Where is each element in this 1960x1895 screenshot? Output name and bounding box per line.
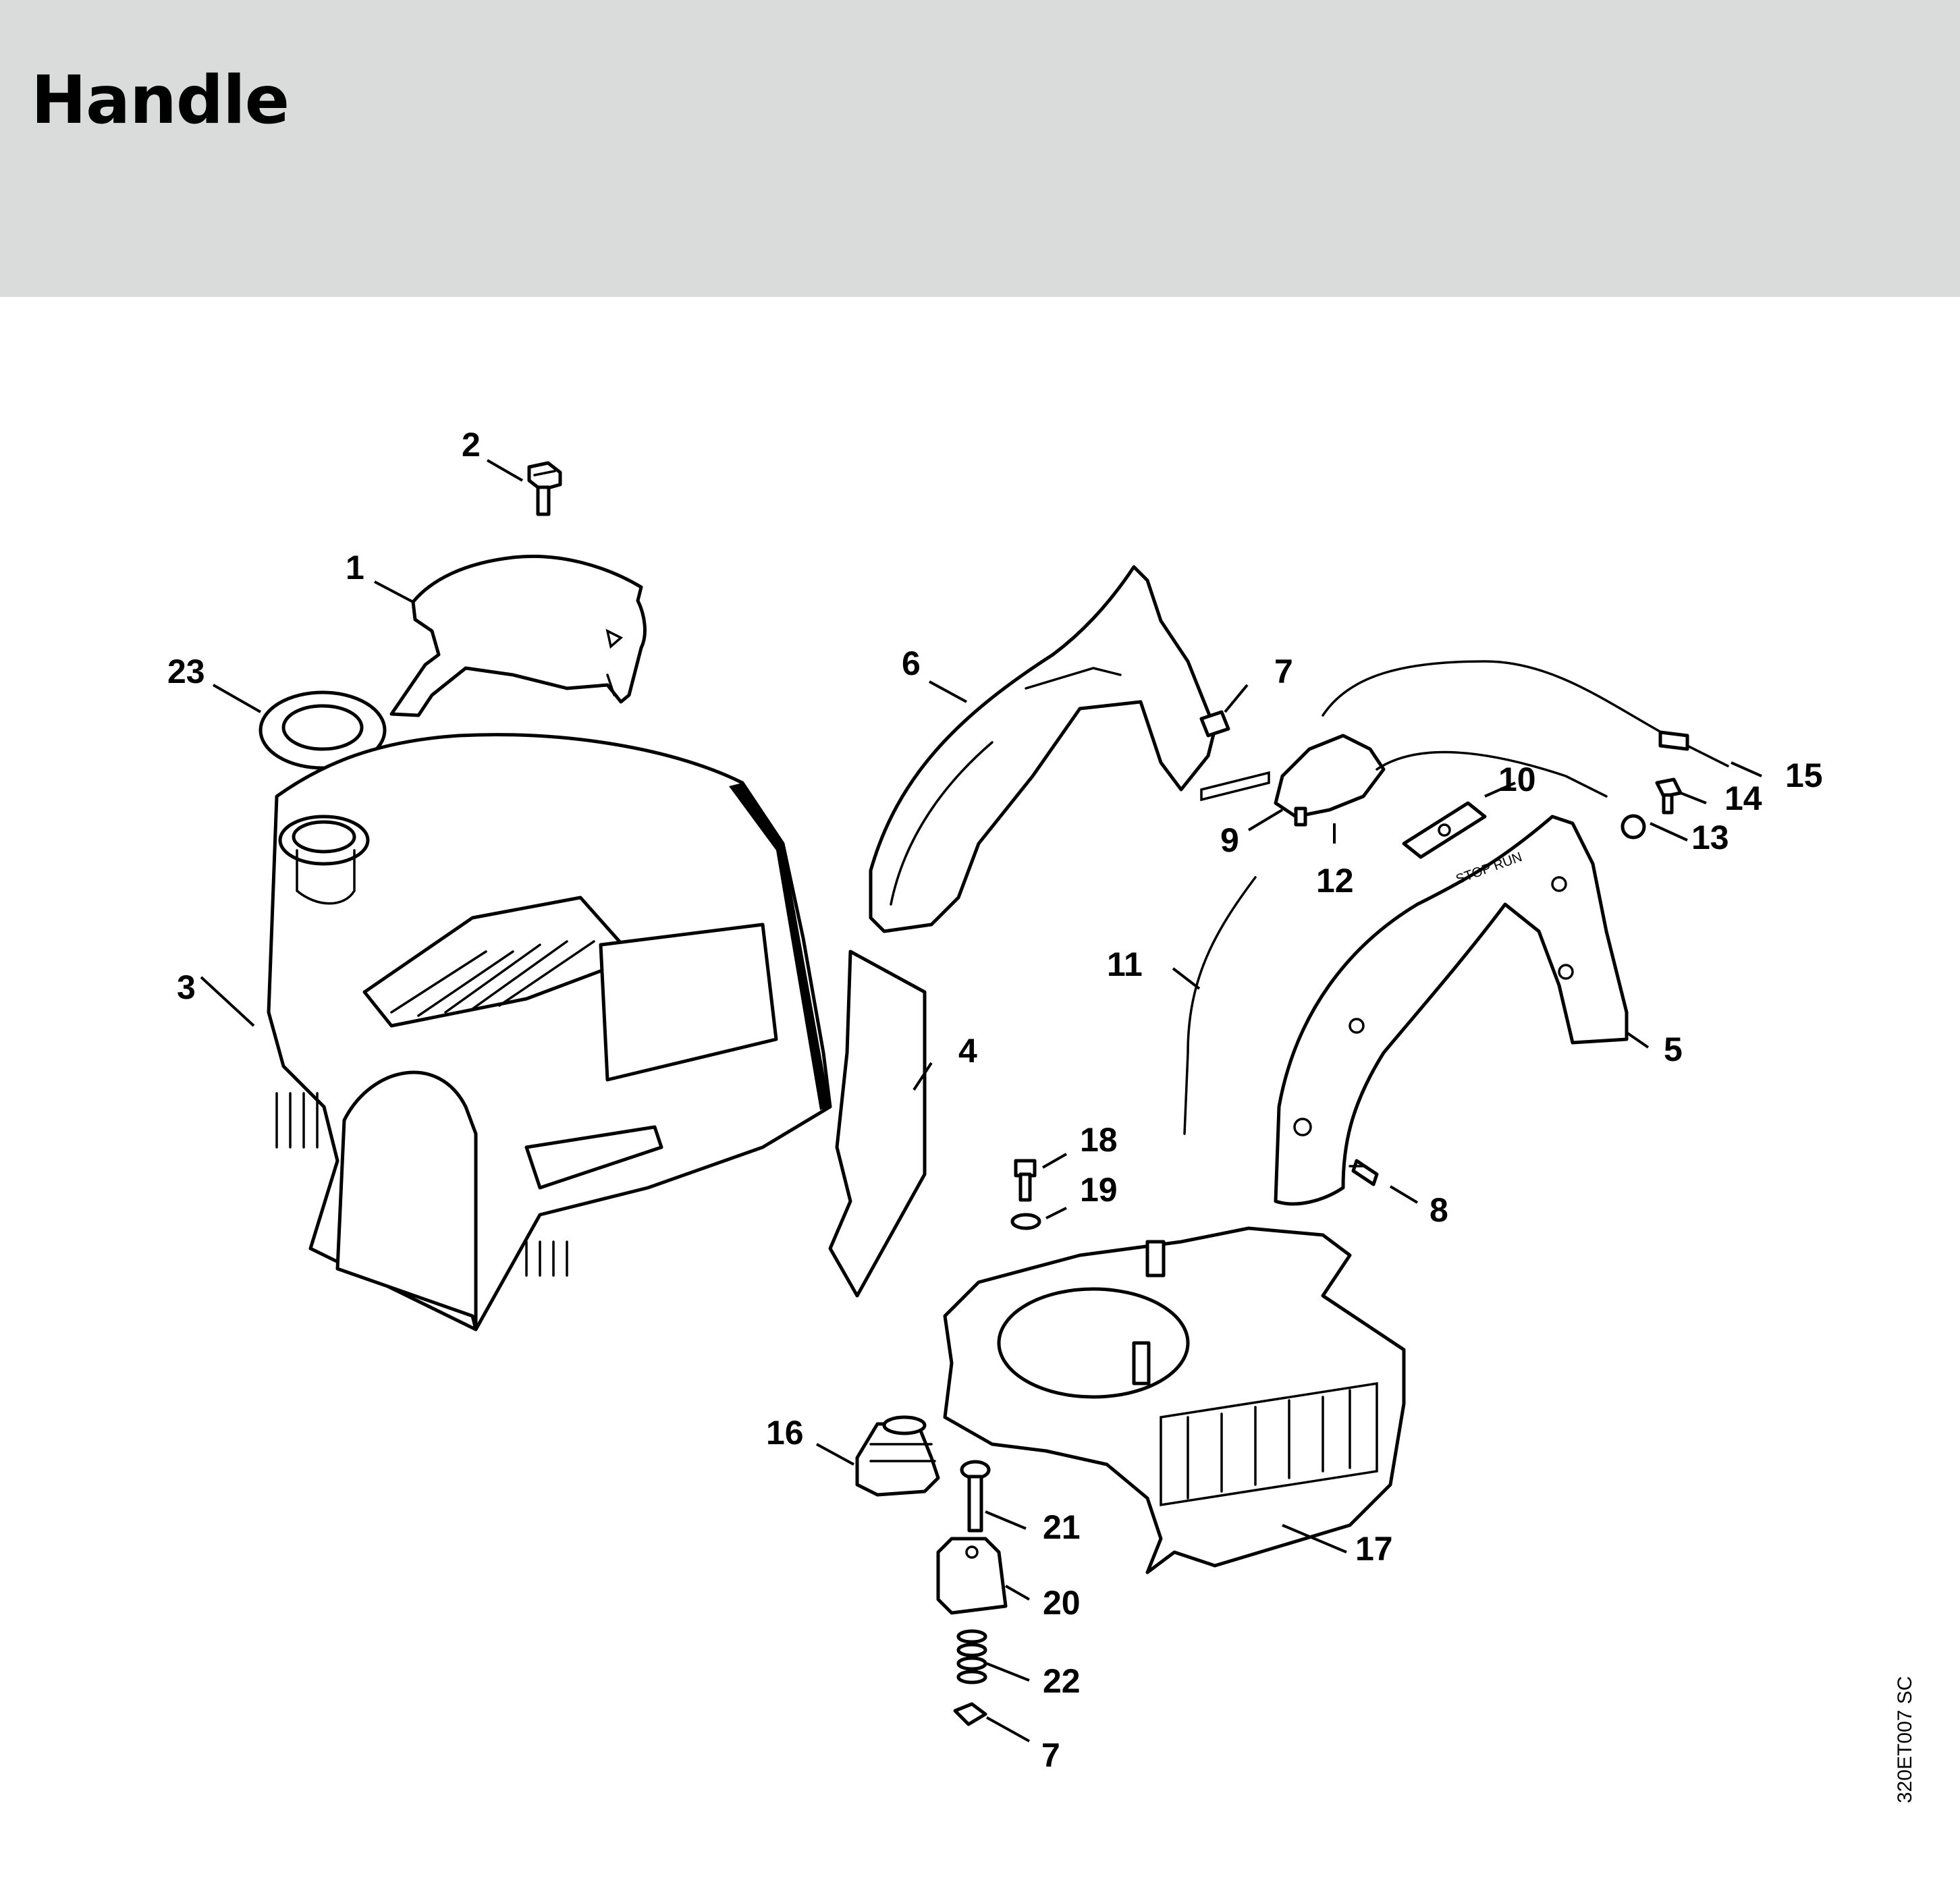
- part-18-screw: [1014, 1159, 1037, 1202]
- part-14-screw: [1655, 777, 1683, 815]
- callout-19: 19: [1080, 1171, 1118, 1209]
- part-15-cable: [1322, 660, 1729, 798]
- part-8-screw: [1349, 1159, 1379, 1186]
- callout-5: 5: [1664, 1031, 1683, 1068]
- part-2-screw: [527, 461, 562, 516]
- part-22-spring: [956, 1629, 987, 1684]
- callout-18: 18: [1080, 1121, 1118, 1159]
- callout-9: 9: [1220, 821, 1239, 859]
- part-1-cover-plate: [389, 554, 647, 717]
- part-10-plate: [1402, 801, 1487, 859]
- part-7-clip-upper: [1199, 710, 1230, 738]
- part-23-seal-ring: [258, 690, 387, 770]
- drawing-code: 320ET007 SC: [1894, 1676, 1916, 1803]
- callout-1: 1: [346, 549, 364, 586]
- callout-4: 4: [958, 1032, 977, 1070]
- callout-20: 20: [1043, 1584, 1081, 1622]
- callout-15: 15: [1785, 757, 1823, 794]
- part-20-holder: [936, 1537, 1008, 1615]
- part-16-buffer: [855, 1415, 940, 1497]
- callout-6: 6: [902, 644, 921, 682]
- callout-11: 11: [1107, 945, 1143, 983]
- callout-12: 12: [1316, 862, 1354, 900]
- page-title: Handle: [31, 62, 290, 139]
- part-7-nut-lower: [953, 1702, 987, 1726]
- callout-2: 2: [462, 426, 481, 464]
- part-11-wire: [1183, 876, 1257, 1135]
- part-19-washer: [1010, 1213, 1041, 1230]
- part-12-pin: [1294, 806, 1307, 827]
- callout-7-upper: 7: [1274, 653, 1293, 690]
- callout-22: 22: [1043, 1662, 1081, 1700]
- callout-21: 21: [1043, 1508, 1081, 1546]
- callout-23: 23: [167, 653, 205, 690]
- callout-10: 10: [1498, 761, 1536, 798]
- callout-16: 16: [766, 1414, 804, 1452]
- callout-3: 3: [177, 968, 196, 1006]
- callout-8: 8: [1430, 1191, 1448, 1229]
- part-3-shroud: [267, 733, 832, 1331]
- part-21-screw: [960, 1460, 991, 1533]
- part-6-handle-half: [869, 565, 1217, 933]
- callout-17: 17: [1355, 1530, 1393, 1568]
- callout-7-lower: 7: [1041, 1736, 1060, 1774]
- part-9-switch: [1200, 734, 1386, 819]
- part-13-terminal: [1621, 814, 1646, 840]
- leader-lines: [200, 459, 1762, 1742]
- callout-14: 14: [1724, 779, 1762, 817]
- part-4-insulating-sheet: [828, 950, 927, 1298]
- part-17-frame: [943, 1226, 1406, 1574]
- header-band: Handle: [0, 0, 1960, 297]
- callout-13: 13: [1691, 819, 1729, 856]
